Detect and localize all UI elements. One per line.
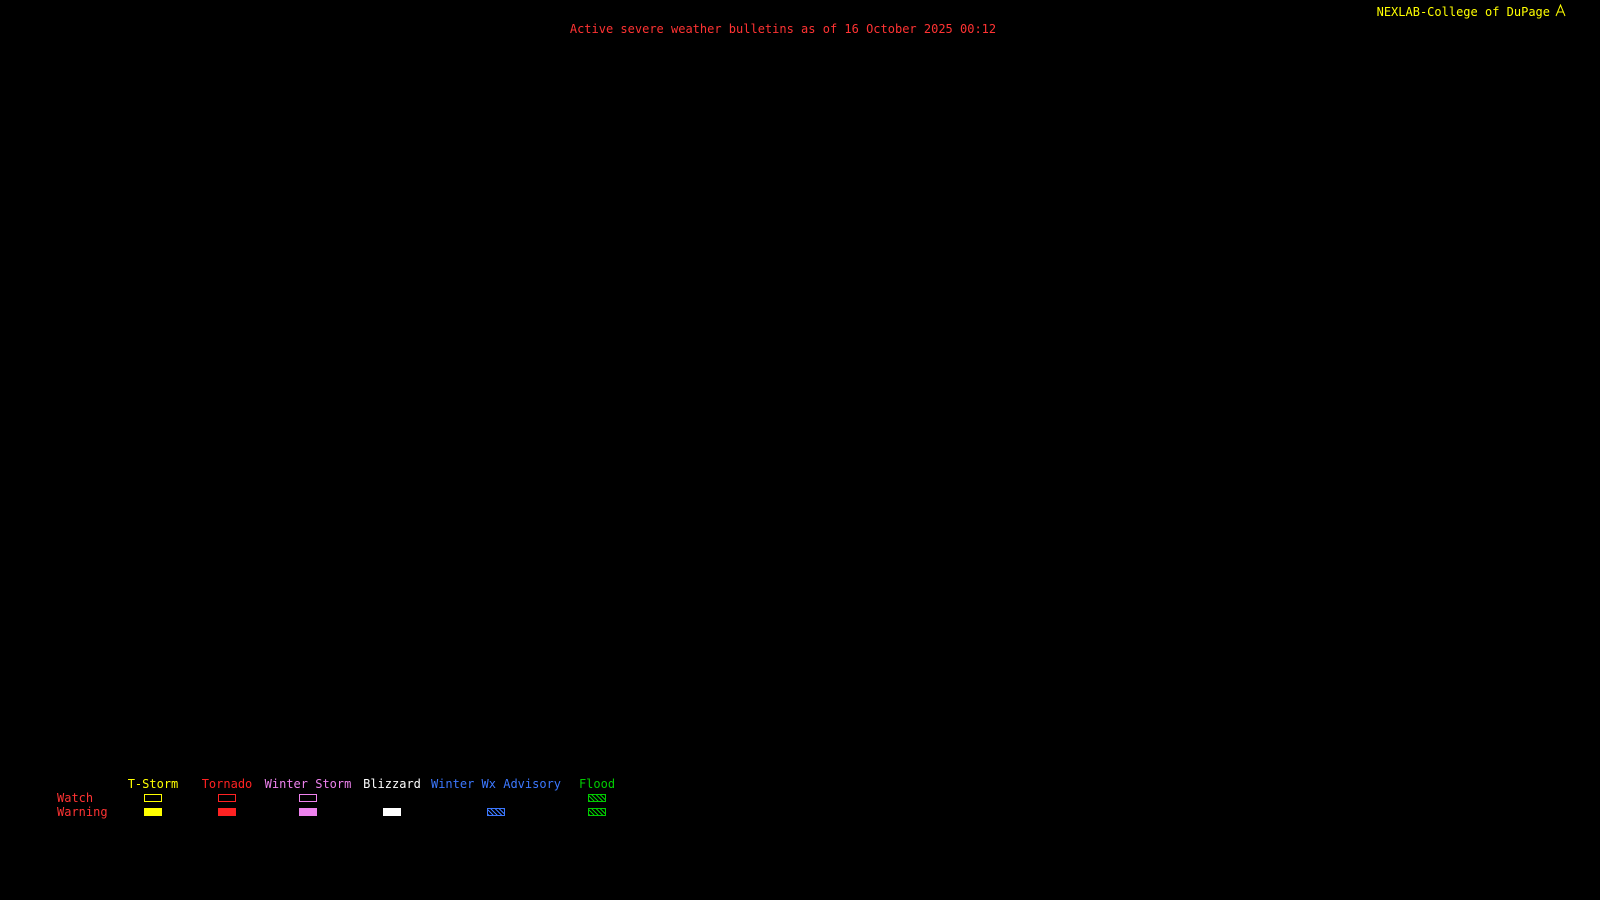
- tstorm-watch-swatch: [144, 794, 162, 802]
- legend-row-labels: Watch Warning: [52, 776, 114, 819]
- legend-header-winter-storm: Winter Storm: [264, 776, 352, 791]
- legend-col-winter-wx-advisory: Winter Wx Advisory: [430, 776, 562, 819]
- winter-wx-advisory-warning-swatch: [487, 808, 505, 816]
- winter-storm-warning-swatch: [299, 808, 317, 816]
- legend-col-tornado: Tornado: [192, 776, 262, 819]
- flood-watch-swatch: [588, 794, 606, 802]
- brand-label: NEXLAB-College of DuPage: [1376, 5, 1550, 19]
- legend-header-tstorm: T-Storm: [127, 776, 179, 791]
- legend-col-blizzard: Blizzard: [354, 776, 430, 819]
- legend-header-tornado: Tornado: [201, 776, 253, 791]
- nexlab-logo-icon: [1555, 3, 1566, 20]
- blizzard-warning-swatch: [383, 808, 401, 816]
- winter-storm-watch-swatch: [299, 794, 317, 802]
- legend-header-flood: Flood: [578, 776, 616, 791]
- legend-header-winter-wx-advisory: Winter Wx Advisory: [430, 776, 562, 791]
- page-title: Active severe weather bulletins as of 16…: [569, 22, 997, 36]
- legend-header-blizzard: Blizzard: [363, 776, 421, 791]
- legend-col-tstorm: T-Storm: [114, 776, 192, 819]
- legend-watch-label: Watch: [57, 791, 94, 805]
- legend-warning-label: Warning: [57, 805, 108, 819]
- flood-warning-swatch: [588, 808, 606, 816]
- brand: NEXLAB-College of DuPage: [1376, 3, 1566, 20]
- tstorm-warning-swatch: [144, 808, 162, 816]
- tornado-warning-swatch: [218, 808, 236, 816]
- legend: Watch Warning T-Storm Tornado Winter Sto…: [52, 776, 632, 820]
- legend-col-winter-storm: Winter Storm: [262, 776, 354, 819]
- tornado-watch-swatch: [218, 794, 236, 802]
- legend-col-flood: Flood: [562, 776, 632, 819]
